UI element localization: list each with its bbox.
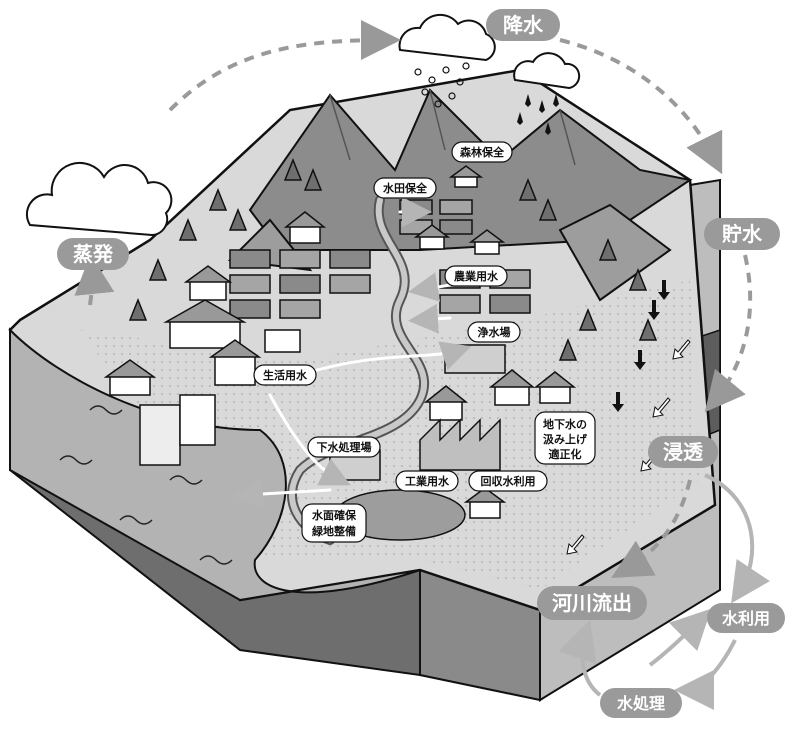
svg-text:蒸発: 蒸発 (73, 242, 114, 266)
tag-groundwater: 地下水の 汲み上げ 適正化 (535, 412, 595, 464)
tag-industrial-water: 工業用水 (396, 471, 458, 491)
tag-agri-water: 農業用水 (445, 266, 507, 286)
tag-recycled-water: 回収水利用 (469, 471, 547, 491)
pill-storage: 貯水 (704, 218, 780, 250)
svg-text:下水処理場: 下水処理場 (317, 440, 372, 454)
tag-waterside: 水面確保 緑地整備 (302, 504, 366, 542)
tag-sewage: 下水処理場 (308, 437, 380, 457)
svg-text:水処理: 水処理 (617, 694, 665, 713)
svg-text:汲み上げ: 汲み上げ (543, 432, 588, 446)
pill-evaporation: 蒸発 (57, 238, 129, 270)
svg-text:水利用: 水利用 (722, 609, 770, 628)
svg-text:浸透: 浸透 (663, 440, 704, 464)
svg-text:降水: 降水 (503, 13, 544, 37)
svg-text:地下水の: 地下水の (543, 417, 587, 431)
tag-domestic-water: 生活用水 (254, 365, 316, 385)
svg-text:浄水場: 浄水場 (478, 325, 511, 339)
pill-river-outflow: 河川流出 (537, 586, 647, 620)
tag-forest: 森林保全 (452, 142, 512, 162)
svg-text:農業用水: 農業用水 (454, 269, 499, 283)
pill-water-treatment: 水処理 (600, 688, 682, 718)
tag-purification: 浄水場 (468, 322, 520, 342)
pill-infiltration: 浸透 (648, 436, 718, 468)
svg-text:工業用水: 工業用水 (405, 474, 450, 488)
svg-text:適正化: 適正化 (549, 447, 582, 461)
svg-text:回収水利用: 回収水利用 (481, 474, 536, 488)
cloud-evaporation (27, 163, 171, 235)
svg-text:水田保全: 水田保全 (383, 181, 428, 195)
tag-paddy: 水田保全 (374, 178, 436, 198)
svg-text:水面確保: 水面確保 (312, 508, 357, 522)
svg-text:緑地整備: 緑地整備 (312, 524, 356, 538)
pill-water-use: 水利用 (707, 603, 785, 633)
svg-text:森林保全: 森林保全 (460, 145, 505, 159)
svg-text:生活用水: 生活用水 (263, 368, 308, 382)
svg-text:河川流出: 河川流出 (552, 591, 632, 615)
cloud-precipitation (400, 15, 495, 60)
svg-text:貯水: 貯水 (722, 222, 763, 246)
pill-precipitation: 降水 (486, 9, 560, 41)
